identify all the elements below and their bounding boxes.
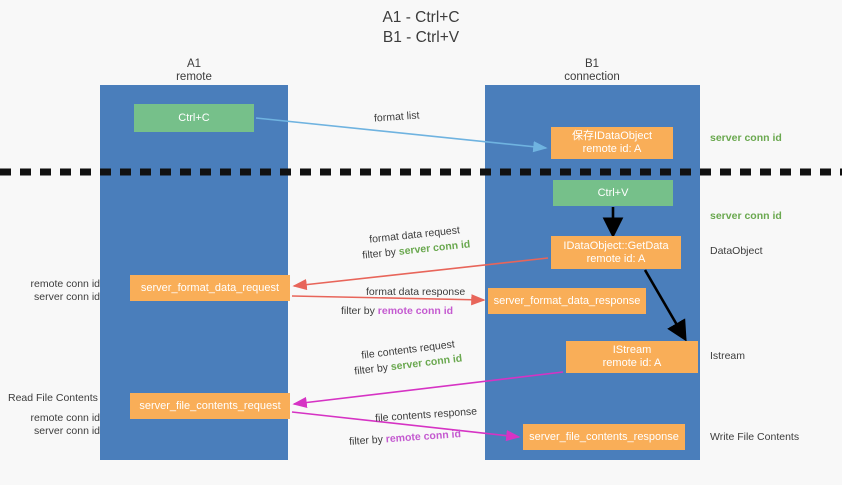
note-dataobject: DataObject [710, 245, 763, 257]
box-ctrl-v[interactable]: Ctrl+V [553, 180, 673, 206]
label-file-contents-response: file contents response [374, 405, 478, 425]
filter-prefix: filter by [353, 361, 392, 378]
box-istream[interactable]: IStream remote id: A [566, 341, 698, 373]
note-istream: Istream [710, 350, 746, 362]
label-format-data-response-filter: filter by remote conn id [341, 304, 453, 318]
lane-header-a1: A1 remote [176, 58, 212, 83]
box-server-format-data-request[interactable]: server_format_data_request [130, 275, 290, 301]
lane-header-b1: B1 connection [564, 58, 620, 83]
label-format-list: format list [373, 109, 420, 125]
note-server-conn-id-top: server conn id [710, 132, 782, 144]
note-server-conn-id-mid: server conn id [710, 210, 782, 222]
box-server-file-contents-response[interactable]: server_file_contents_response [523, 424, 685, 450]
filter-prefix: filter by [341, 305, 378, 317]
box-ctrl-c[interactable]: Ctrl+C [134, 104, 254, 132]
filter-prefix: filter by [348, 433, 387, 448]
box-server-file-contents-request[interactable]: server_file_contents_request [130, 393, 290, 419]
box-idataobject-getdata[interactable]: IDataObject::GetData remote id: A [551, 236, 681, 269]
diagram-title: A1 - Ctrl+C B1 - Ctrl+V [382, 9, 460, 46]
note-server-conn-id: server conn id [34, 291, 100, 303]
filter-value-remote-conn-id: remote conn id [385, 428, 462, 446]
box-save-idataobject[interactable]: 保存IDataObject remote id: A [551, 127, 673, 159]
filter-prefix: filter by [361, 245, 400, 262]
note-write-file-contents: Write File Contents [710, 431, 800, 443]
note-read-file-contents: Read File Contents [8, 392, 98, 404]
label-file-contents-response-filter: filter by remote conn id [349, 427, 462, 449]
note-server-conn-id: server conn id [34, 425, 100, 437]
note-remote-conn-id: remote conn id [30, 278, 100, 290]
note-remote-conn-id: remote conn id [30, 412, 100, 424]
filter-value-remote-conn-id: remote conn id [377, 305, 454, 317]
label-format-data-response: format data response [366, 286, 466, 298]
box-server-format-data-response[interactable]: server_format_data_response [488, 288, 646, 314]
